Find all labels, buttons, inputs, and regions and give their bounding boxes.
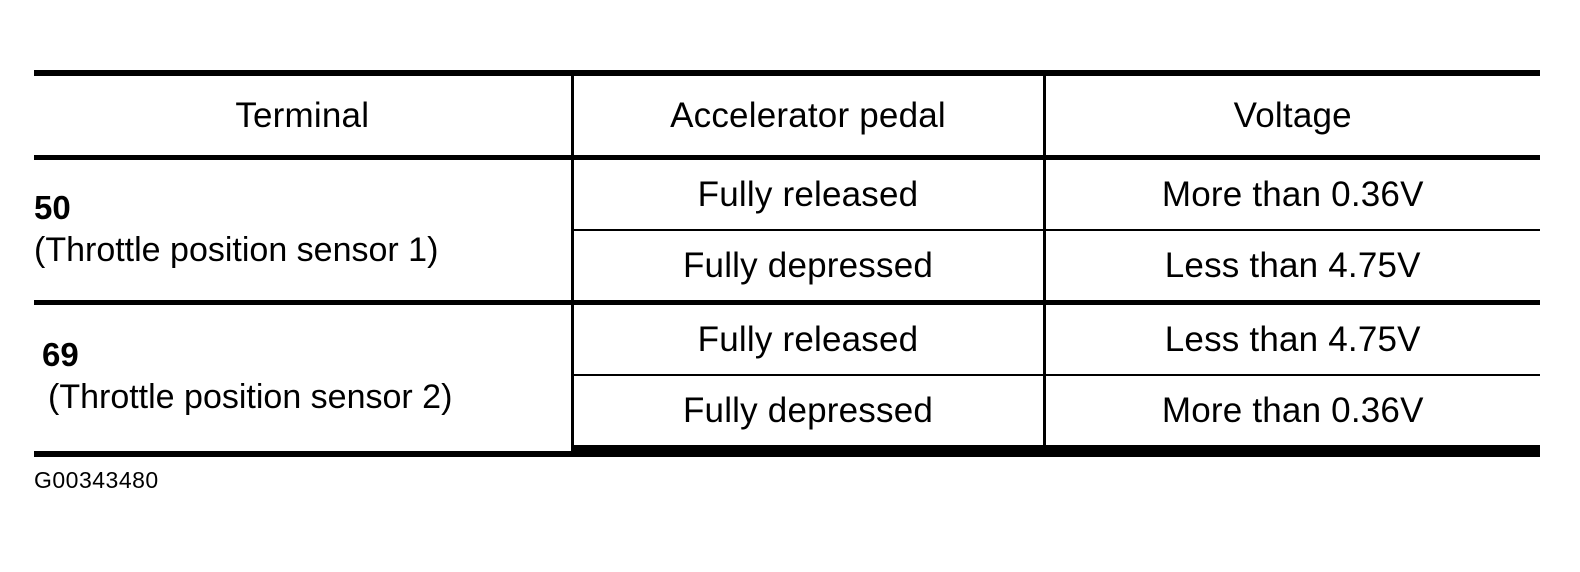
table-body: 50 (Throttle position sensor 1) Fully re…	[34, 155, 1540, 451]
table-header: Terminal Accelerator pedal Voltage	[34, 70, 1540, 158]
column-header-terminal: Terminal	[34, 70, 572, 158]
table-bottom-border-row	[34, 448, 1540, 457]
pedal-state-cell: Fully depressed	[570, 374, 1044, 451]
table-row: 50 (Throttle position sensor 1) Fully re…	[34, 155, 1540, 303]
table-row: Fully depressed Less than 4.75V	[34, 229, 1540, 303]
terminal-cell-69: 69 (Throttle position sensor 2)	[34, 300, 572, 448]
voltage-value-cell: More than 0.36V	[1042, 155, 1540, 230]
bottom-border-voltage	[1044, 448, 1540, 457]
table-header-row: Terminal Accelerator pedal Voltage	[34, 70, 1540, 158]
table-row: 69 (Throttle position sensor 2) Fully re…	[34, 300, 1540, 448]
terminal-description: (Throttle position sensor 2)	[48, 377, 453, 416]
table-row: Fully depressed More than 0.36V	[34, 374, 1540, 451]
pedal-state-cell: Fully depressed	[570, 229, 1044, 303]
voltage-value-cell: Less than 4.75V	[1042, 229, 1540, 303]
column-header-voltage: Voltage	[1042, 70, 1540, 158]
column-header-accelerator-pedal: Accelerator pedal	[570, 70, 1044, 158]
throttle-position-sensor-spec-table: Terminal Accelerator pedal Voltage 50 (T…	[34, 70, 1540, 457]
terminal-cell-50: 50 (Throttle position sensor 1)	[34, 155, 572, 303]
pedal-state-cell: Fully released	[570, 155, 1044, 230]
terminal-description: (Throttle position sensor 1)	[34, 231, 439, 270]
bottom-border-pedal	[572, 448, 1044, 457]
figure-caption: G00343480	[34, 467, 159, 493]
pedal-state-cell: Fully released	[570, 300, 1044, 375]
table-footer-rule	[34, 448, 1540, 457]
voltage-value-cell: Less than 4.75V	[1042, 300, 1540, 375]
terminal-number: 69	[42, 335, 79, 373]
terminal-number: 50	[34, 189, 71, 227]
voltage-value-cell: More than 0.36V	[1042, 374, 1540, 451]
bottom-border-terminal	[34, 448, 572, 457]
